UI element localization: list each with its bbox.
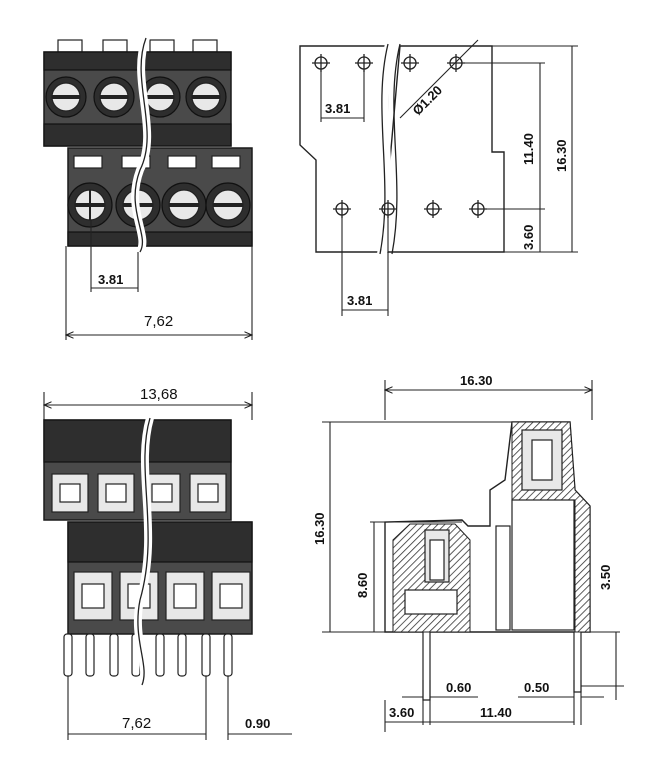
pin-left-label: 0.60 xyxy=(446,680,471,695)
right-height-label: 3.50 xyxy=(598,565,613,590)
tab xyxy=(102,39,128,53)
dim-11-40: 11.40 xyxy=(521,133,536,165)
width-label: 7,62 xyxy=(144,313,173,330)
pitch-label: 3.81 xyxy=(98,272,123,287)
bottom-right-label: 11.40 xyxy=(480,705,512,720)
tab xyxy=(149,39,175,53)
tab xyxy=(192,39,218,53)
tab xyxy=(57,39,83,53)
pitch-bottom-label: 3.81 xyxy=(347,293,372,308)
bottom-left-label: 3.60 xyxy=(389,705,414,720)
side-view: 16.30 16.30 8.60 3.50 0.60 xyxy=(312,373,624,732)
pin-width-label: 0.90 xyxy=(245,716,270,731)
pin-right-label: 0.50 xyxy=(524,680,549,695)
dim-16-30: 16.30 xyxy=(554,139,569,172)
front-bottom-view: 13,68 xyxy=(44,386,292,740)
lower-windows xyxy=(73,571,251,621)
upper-screws xyxy=(45,76,227,118)
width-bottom-label: 7,62 xyxy=(122,715,151,732)
top-width-label: 16.30 xyxy=(460,373,493,388)
front-top-view: 3.81 7,62 xyxy=(43,36,252,340)
pcb-holes xyxy=(312,54,487,218)
low-height-label: 8.60 xyxy=(355,573,370,598)
pcb-layout-view: 3.81 Ø1.20 11.40 16.30 3.60 3.81 xyxy=(299,39,578,316)
pitch-top-label: 3.81 xyxy=(325,101,350,116)
width-top-label: 13,68 xyxy=(140,386,178,403)
lower-screws xyxy=(67,182,251,228)
dim-3-60: 3.60 xyxy=(521,225,536,250)
height-label: 16.30 xyxy=(312,512,327,545)
